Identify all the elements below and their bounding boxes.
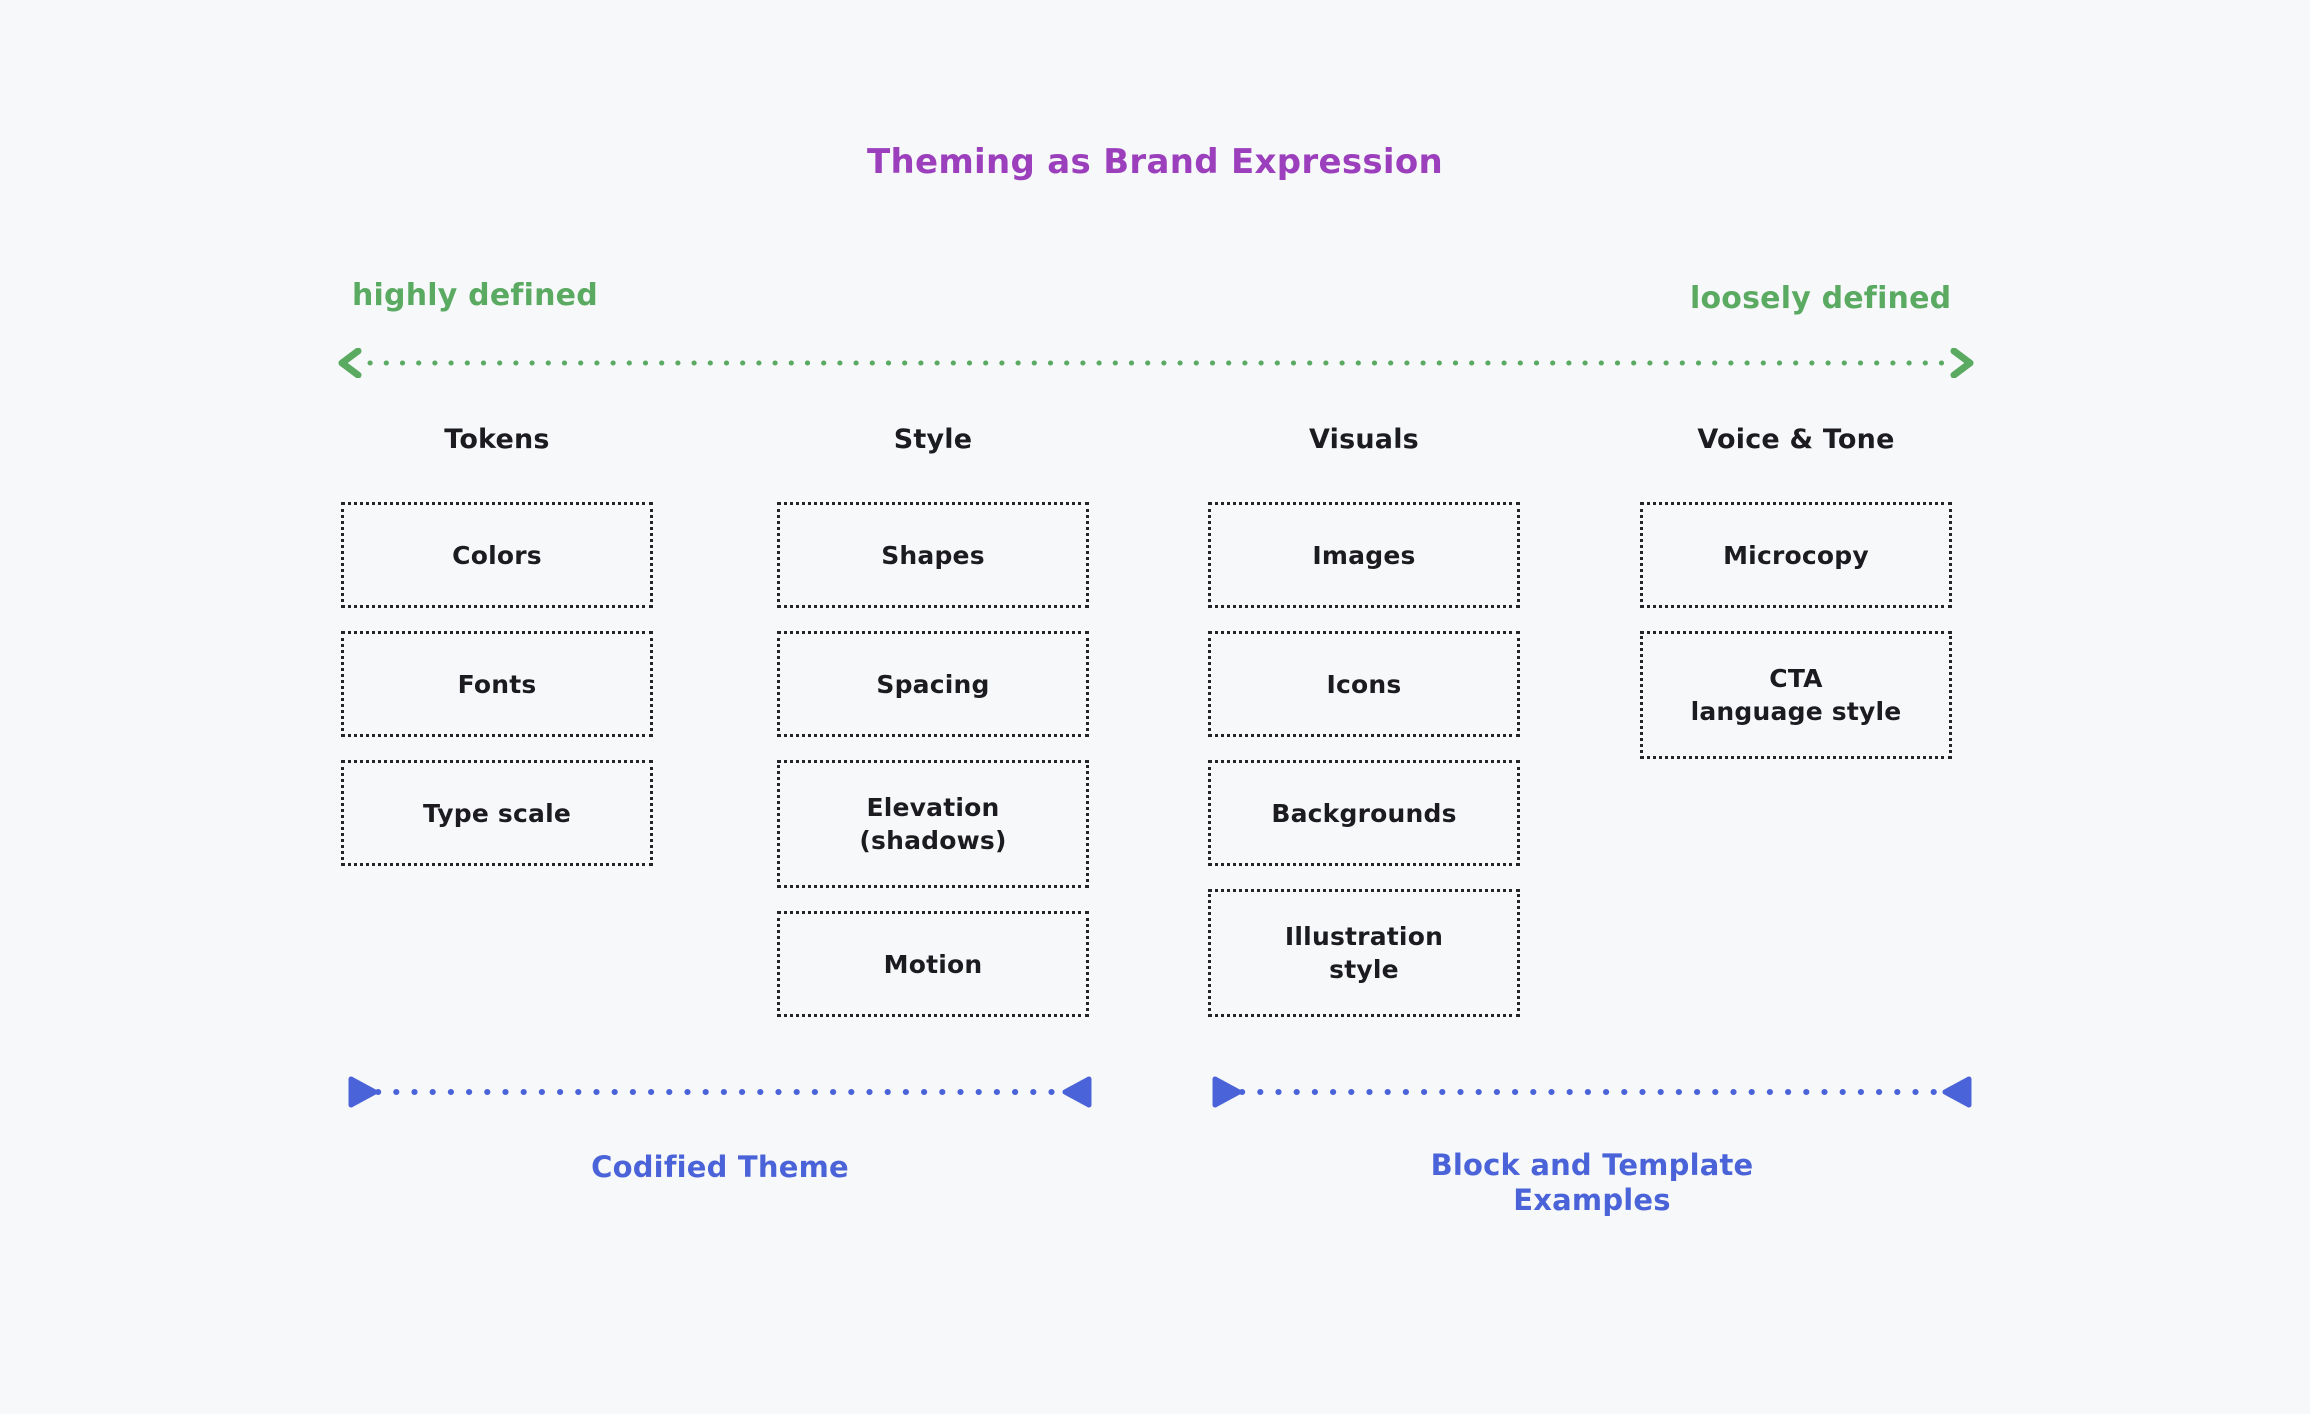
dotted-bracket-icon	[1212, 1076, 1972, 1108]
cell-cta-language-style[interactable]: CTA language style	[1640, 631, 1952, 759]
definition-scale-axis	[336, 347, 1976, 379]
cell-fonts[interactable]: Fonts	[341, 631, 653, 737]
column-tokens: Colors Fonts Type scale	[341, 502, 653, 889]
column-header-tokens: Tokens	[444, 424, 550, 455]
cell-label: Backgrounds	[1271, 798, 1457, 828]
cell-label: Shapes	[881, 540, 985, 570]
column-voice-and-tone: Microcopy CTA language style	[1640, 502, 1952, 782]
cell-label: Icons	[1326, 669, 1402, 699]
scale-label-highly-defined: highly defined	[352, 278, 598, 313]
cell-label: Type scale	[422, 798, 572, 828]
cell-backgrounds[interactable]: Backgrounds	[1208, 760, 1520, 866]
cell-label: Microcopy	[1723, 540, 1869, 570]
cell-type-scale[interactable]: Type scale	[341, 760, 653, 866]
scale-label-loosely-defined: loosely defined	[1690, 281, 1952, 316]
cell-label: Elevation (shadows)	[859, 793, 1007, 855]
cell-icons[interactable]: Icons	[1208, 631, 1520, 737]
cell-illustration-style[interactable]: Illustration style	[1208, 889, 1520, 1017]
cell-label: Motion	[883, 949, 983, 979]
cell-motion[interactable]: Motion	[777, 911, 1089, 1017]
cell-spacing[interactable]: Spacing	[777, 631, 1089, 737]
column-header-style: Style	[893, 424, 973, 455]
column-header-visuals: Visuals	[1309, 424, 1419, 455]
dotted-bracket-icon	[348, 1076, 1092, 1108]
cell-label: CTA language style	[1690, 664, 1902, 726]
codified-theme-caption: Codified Theme	[591, 1150, 849, 1184]
column-visuals: Images Icons Backgrounds Illustration st…	[1208, 502, 1520, 1040]
cell-images[interactable]: Images	[1208, 502, 1520, 608]
cell-microcopy[interactable]: Microcopy	[1640, 502, 1952, 608]
column-style: Shapes Spacing Elevation (shadows) Motio…	[777, 502, 1089, 1040]
cell-elevation-shadows[interactable]: Elevation (shadows)	[777, 760, 1089, 888]
dotted-arrow-icon	[338, 347, 1974, 379]
codified-theme-bracket	[346, 1076, 1094, 1108]
page-title: Theming as Brand Expression	[866, 142, 1444, 182]
cell-label: Colors	[452, 540, 542, 570]
cell-colors[interactable]: Colors	[341, 502, 653, 608]
cell-label: Images	[1312, 540, 1416, 570]
block-template-examples-caption: Block and Template Examples	[1430, 1148, 1754, 1218]
cell-shapes[interactable]: Shapes	[777, 502, 1089, 608]
cell-label: Spacing	[876, 669, 990, 699]
block-template-examples-bracket	[1210, 1076, 1974, 1108]
cell-label: Illustration style	[1284, 922, 1444, 984]
column-header-voice-and-tone: Voice & Tone	[1697, 424, 1895, 455]
cell-label: Fonts	[457, 669, 537, 699]
